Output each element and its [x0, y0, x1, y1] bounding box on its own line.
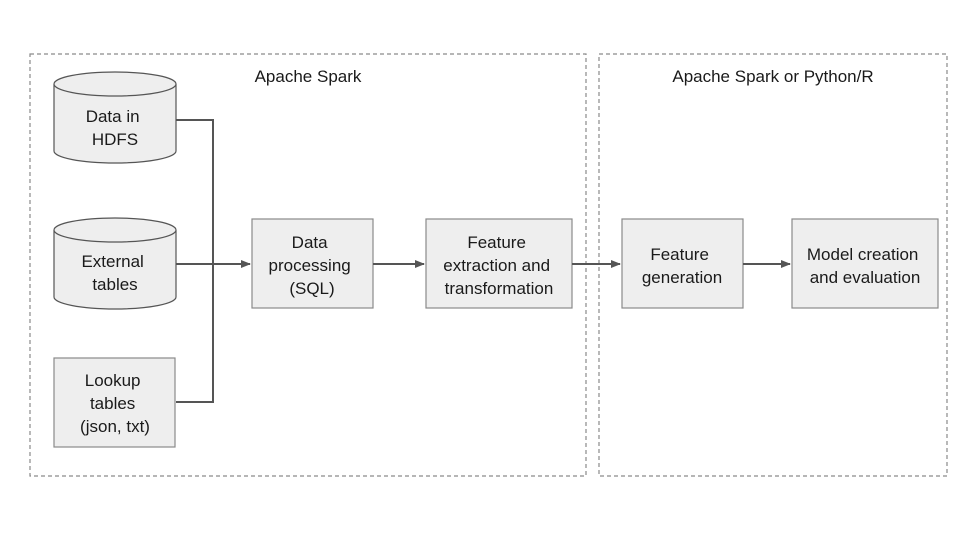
node-label: Lookup tables (json, txt): [80, 371, 150, 436]
node-label: Feature generation: [642, 245, 722, 287]
node-label: External tables: [81, 252, 148, 294]
node-label: Feature extraction and transformation: [443, 233, 555, 298]
node-label: Model creation and evaluation: [807, 245, 923, 287]
group-title-apache-spark-or-python: Apache Spark or Python/R: [672, 67, 873, 86]
node-model-creation: Model creation and evaluation: [791, 218, 939, 309]
node-data-in-hdfs: Data in HDFS: [53, 71, 177, 164]
node-label: Data processing (SQL): [269, 233, 356, 298]
node-external-tables: External tables: [53, 217, 177, 310]
node-lookup-tables: Lookup tables (json, txt): [53, 357, 176, 448]
node-label: Data in HDFS: [86, 107, 145, 149]
group-title-apache-spark: Apache Spark: [255, 67, 362, 86]
connector-sources-bus: [176, 119, 214, 403]
group-apache-spark-or-python: Apache Spark or Python/R: [598, 53, 948, 477]
node-feature-extraction: Feature extraction and transformation: [425, 218, 573, 309]
node-data-processing: Data processing (SQL): [251, 218, 374, 309]
node-feature-generation: Feature generation: [621, 218, 744, 309]
